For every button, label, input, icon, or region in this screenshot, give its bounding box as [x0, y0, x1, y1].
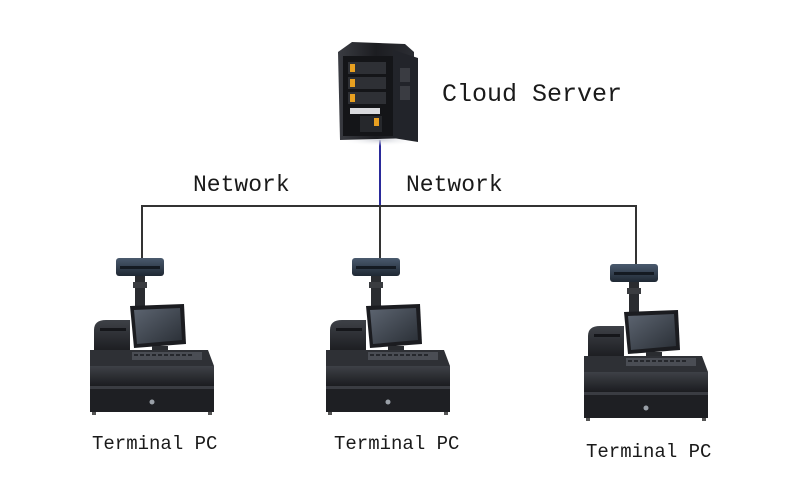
server-label: Cloud Server [442, 80, 623, 109]
terminal-label: Terminal PC [92, 433, 218, 455]
network-label-left: Network [193, 172, 290, 198]
terminal-label: Terminal PC [334, 433, 460, 455]
pos-terminal-icon [584, 264, 708, 421]
pos-terminal-icon [90, 258, 214, 415]
network-label-right: Network [406, 172, 503, 198]
server-cabinet-icon [338, 42, 420, 146]
pos-terminal-icon [326, 258, 450, 415]
terminal-label: Terminal PC [586, 441, 712, 463]
network-bus-line [141, 205, 637, 264]
